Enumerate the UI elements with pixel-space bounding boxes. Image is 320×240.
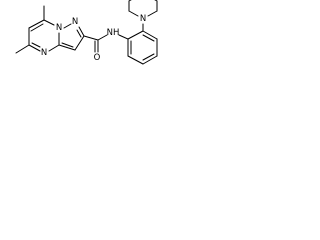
bond-ph-2 bbox=[127, 55, 144, 65]
atom-labels: N N N O NH N bbox=[41, 14, 146, 63]
bond-n8-c7 bbox=[43, 19, 55, 26]
bond-c3-c3a bbox=[58, 44, 76, 51]
atom-o-carbonyl: O bbox=[94, 53, 101, 63]
bond-c2-carbonyl bbox=[83, 35, 99, 41]
chemical-structure-diagram: N N N O NH N bbox=[15, 0, 158, 65]
bond-n8-n1 bbox=[63, 23, 72, 29]
bond-ph-3 bbox=[142, 55, 158, 65]
atom-n-pyrimidine: N bbox=[41, 48, 47, 58]
bonds bbox=[15, 0, 158, 65]
bond-nh-phenyl bbox=[118, 34, 129, 40]
bond-c7-c6-double bbox=[30, 23, 44, 32]
bond-c7-c6 bbox=[28, 19, 45, 29]
bond-pip-6 bbox=[147, 10, 158, 17]
bond-pip-4 bbox=[154, 0, 158, 2]
atom-nh-amide: NH bbox=[107, 28, 120, 38]
bond-ph-5-double bbox=[142, 34, 155, 42]
bond-n1-c2-double bbox=[76, 29, 82, 38]
bond-n4-c3a bbox=[48, 44, 60, 52]
bond-pip-1 bbox=[128, 10, 139, 17]
bond-c5-n4-double bbox=[31, 42, 41, 48]
bond-c5-methyl bbox=[15, 44, 30, 54]
bond-c5-n4 bbox=[28, 44, 41, 52]
atom-n-pyrazole: N bbox=[72, 17, 78, 27]
atom-n-piperidine: N bbox=[140, 14, 146, 24]
bond-carbonyl-nh bbox=[97, 34, 108, 41]
bond-ph-5 bbox=[142, 30, 158, 40]
bond-n1-c2 bbox=[78, 26, 85, 37]
bond-ph-3-double bbox=[142, 53, 155, 61]
bond-ph-6 bbox=[127, 30, 144, 40]
bond-pip-3 bbox=[128, 0, 132, 2]
atom-n-bridge: N bbox=[56, 23, 62, 33]
bond-c3-c3a-double bbox=[61, 42, 74, 48]
bond-c2-c3 bbox=[74, 35, 85, 51]
